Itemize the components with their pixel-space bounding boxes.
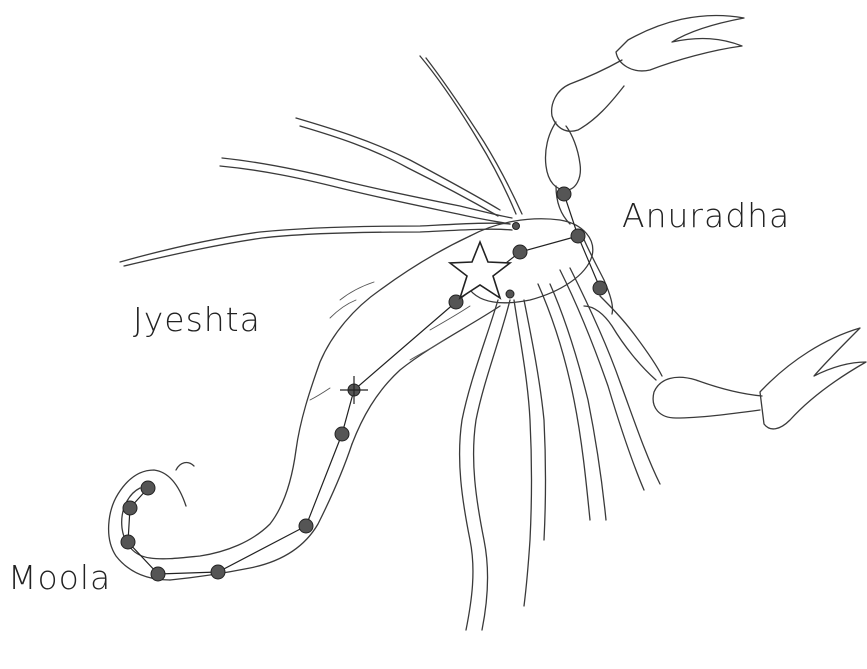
asterism-lines — [128, 194, 600, 574]
star-dot — [299, 519, 313, 533]
star-dot — [151, 567, 165, 581]
star-dot — [557, 187, 571, 201]
legs — [460, 268, 660, 630]
label-anuradha: Anuradha — [622, 196, 790, 235]
body-outline — [109, 219, 593, 580]
lower-claw — [580, 230, 866, 429]
star-dot — [123, 501, 137, 515]
star-dot — [506, 290, 514, 298]
antennae — [120, 56, 522, 266]
star-dot — [513, 245, 527, 259]
star-dots — [121, 187, 607, 581]
star-dot — [593, 281, 607, 295]
star-dot — [211, 565, 225, 579]
upper-claw — [545, 15, 744, 224]
star-dot — [571, 229, 585, 243]
label-jyeshta: Jyeshta — [133, 300, 261, 339]
star-dot — [121, 535, 135, 549]
star-dot — [141, 481, 155, 495]
label-moola: Moola — [8, 558, 111, 597]
crosshair-star — [340, 376, 368, 404]
star-dot — [335, 427, 349, 441]
star-icon — [450, 242, 510, 298]
star-dot — [513, 223, 520, 230]
